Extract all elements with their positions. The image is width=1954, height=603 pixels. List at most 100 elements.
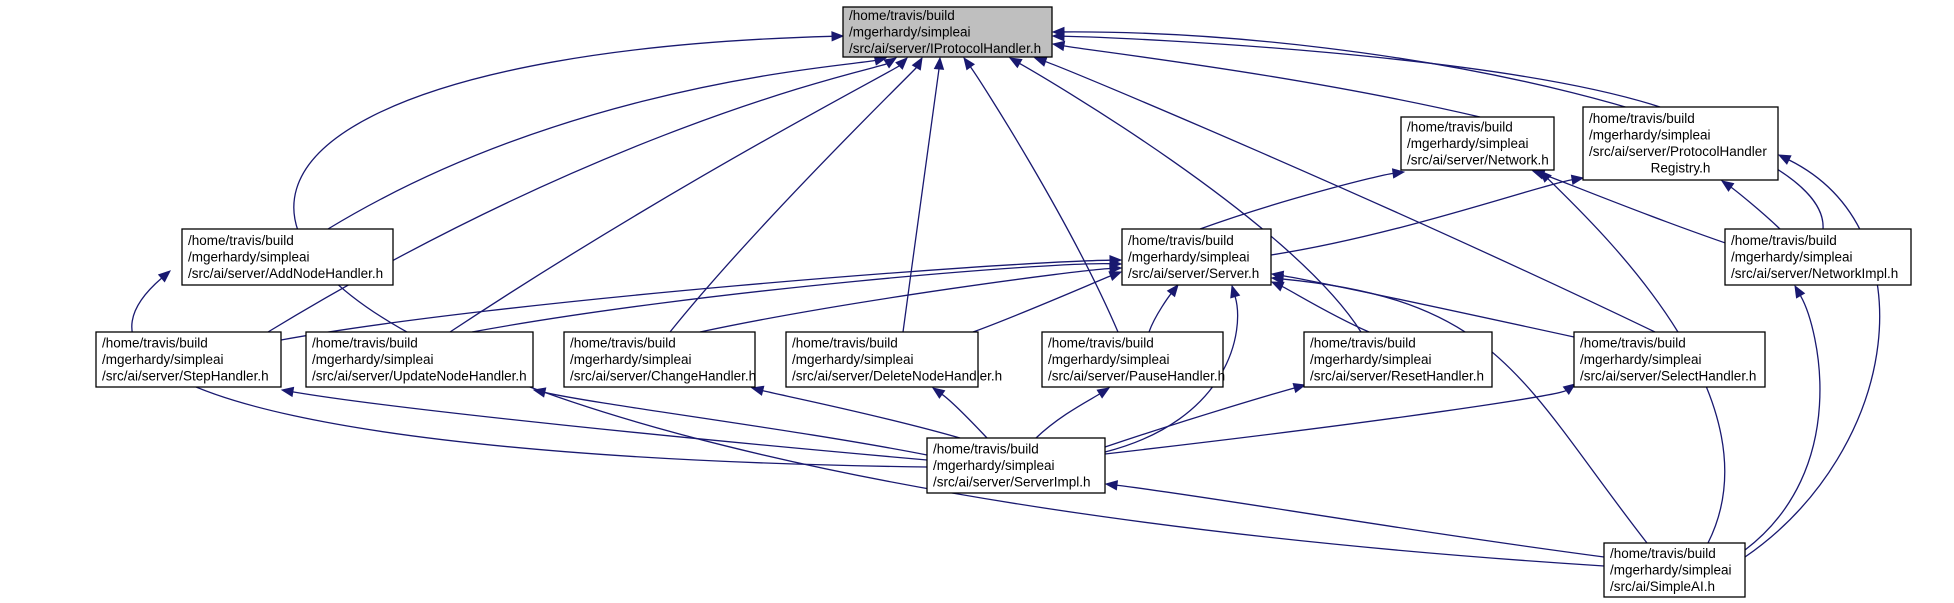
- edge-line: [1019, 62, 1362, 333]
- node-label-line: /mgerhardy/simpleai: [849, 24, 971, 39]
- node-simpleai[interactable]: /home/travis/build/mgerhardy/simpleai/sr…: [1603, 542, 1746, 598]
- node-pause[interactable]: /home/travis/build/mgerhardy/simpleai/sr…: [1041, 331, 1225, 388]
- node-label-line: Registry.h: [1651, 161, 1711, 176]
- node-label-line: /mgerhardy/simpleai: [792, 352, 914, 367]
- edge-serverimpl-to-change: [750, 385, 961, 439]
- edge-change-to-server: [699, 263, 1123, 333]
- arrowhead-icon: [1108, 271, 1123, 281]
- node-server[interactable]: /home/travis/build/mgerhardy/simpleai/sr…: [1121, 228, 1272, 286]
- node-box: [563, 331, 756, 388]
- node-label-line: /src/ai/SimpleAI.h: [1610, 579, 1715, 594]
- edge-pause-to-server: [1148, 283, 1179, 333]
- edge-line: [1270, 179, 1573, 256]
- edge-serverimpl-to-select: [1104, 383, 1577, 455]
- node-delete[interactable]: /home/travis/build/mgerhardy/simpleai/sr…: [785, 331, 1002, 388]
- edge-line: [544, 391, 928, 456]
- edge-line: [1045, 60, 1656, 333]
- node-label-line: /home/travis/build: [1310, 335, 1416, 350]
- edge-line: [1063, 31, 1824, 230]
- node-label-line: /mgerhardy/simpleai: [1580, 352, 1702, 367]
- edge-line: [1063, 45, 1481, 118]
- edge-serverimpl-to-update: [532, 387, 928, 456]
- node-box: [842, 6, 1053, 58]
- edge-simpleai-to-networkimpl: [1744, 284, 1821, 551]
- edge-line: [699, 267, 1111, 333]
- node-label-line: /mgerhardy/simpleai: [570, 352, 692, 367]
- edge-line: [1281, 285, 1370, 333]
- node-reset[interactable]: /home/travis/build/mgerhardy/simpleai/sr…: [1303, 331, 1493, 388]
- node-box: [1121, 228, 1272, 286]
- edge-simpleai-to-server: [1270, 273, 1648, 544]
- edge-pause-to-iprotocol: [963, 56, 1119, 333]
- node-registry[interactable]: /home/travis/build/mgerhardy/simpleai/sr…: [1582, 106, 1779, 181]
- node-box: [1041, 331, 1224, 388]
- node-iprotocol[interactable]: /home/travis/build/mgerhardy/simpleai/sr…: [842, 6, 1053, 58]
- node-label-line: /src/ai/server/Server.h: [1128, 266, 1259, 281]
- node-label-line: /src/ai/server/UpdateNodeHandler.h: [312, 368, 527, 383]
- edge-line: [969, 66, 1119, 333]
- edge-line: [267, 63, 888, 333]
- edge-delete-to-iprotocol: [902, 56, 945, 333]
- edge-line: [941, 393, 988, 439]
- node-network[interactable]: /home/travis/build/mgerhardy/simpleai/sr…: [1400, 116, 1555, 171]
- arrowhead-icon: [750, 385, 765, 396]
- edge-line: [1282, 275, 1575, 338]
- arrowhead-icon: [1270, 273, 1284, 285]
- arrowhead-icon: [1270, 281, 1285, 292]
- edge-update-to-iprotocol: [449, 57, 908, 333]
- edge-serverimpl-to-pause: [1035, 387, 1111, 439]
- edge-simpleai-to-serverimpl: [1104, 480, 1605, 558]
- edge-line: [762, 390, 961, 439]
- node-change[interactable]: /home/travis/build/mgerhardy/simpleai/sr…: [563, 331, 756, 388]
- node-select[interactable]: /home/travis/build/mgerhardy/simpleai/sr…: [1573, 331, 1766, 388]
- edge-change-to-iprotocol: [669, 56, 923, 333]
- node-box: [1400, 116, 1555, 171]
- node-box: [926, 437, 1106, 494]
- arrowhead-icon: [532, 387, 547, 398]
- node-serverimpl[interactable]: /home/travis/build/mgerhardy/simpleai/sr…: [926, 437, 1106, 494]
- node-label-line: /home/travis/build: [188, 233, 294, 248]
- node-label-line: /src/ai/server/ProtocolHandler: [1589, 144, 1767, 159]
- edge-server-to-network: [1199, 168, 1406, 230]
- node-step[interactable]: /home/travis/build/mgerhardy/simpleai/sr…: [95, 331, 282, 388]
- edge-line: [1063, 35, 1661, 108]
- node-label-line: /src/ai/server/PauseHandler.h: [1048, 368, 1225, 383]
- edge-registry-to-iprotocol: [1051, 31, 1661, 108]
- node-label-line: /home/travis/build: [1589, 111, 1695, 126]
- node-label-line: /src/ai/server/SelectHandler.h: [1580, 368, 1756, 383]
- edge-line: [280, 259, 1111, 341]
- node-label-line: /home/travis/build: [570, 335, 676, 350]
- node-addnode[interactable]: /home/travis/build/mgerhardy/simpleai/sr…: [181, 228, 394, 286]
- node-label-line: /home/travis/build: [849, 8, 955, 23]
- edge-simpleai-to-registry: [1744, 154, 1881, 558]
- edge-line: [1547, 178, 1726, 544]
- node-label-line: /home/travis/build: [102, 335, 208, 350]
- arrowhead-icon: [1096, 387, 1111, 399]
- node-box: [1303, 331, 1493, 388]
- node-label-line: /home/travis/build: [1407, 119, 1513, 134]
- edge-line: [131, 277, 928, 468]
- edge-line: [327, 59, 876, 230]
- edge-select-to-iprotocol: [1033, 56, 1656, 333]
- edge-line: [972, 275, 1111, 333]
- node-label-line: /home/travis/build: [312, 335, 418, 350]
- edge-line: [1744, 159, 1881, 558]
- node-label-line: /src/ai/server/AddNodeHandler.h: [188, 266, 383, 281]
- node-label-line: /mgerhardy/simpleai: [1589, 128, 1711, 143]
- node-label-line: /src/ai/server/DeleteNodeHandler.h: [792, 368, 1002, 383]
- arrowhead-icon: [157, 270, 172, 283]
- node-networkimpl[interactable]: /home/travis/build/mgerhardy/simpleai/sr…: [1724, 228, 1912, 286]
- nodes-layer: /home/travis/build/mgerhardy/simpleai/sr…: [95, 6, 1912, 598]
- arrowhead-icon: [1104, 480, 1119, 491]
- arrowhead-icon: [1166, 283, 1179, 298]
- node-update[interactable]: /home/travis/build/mgerhardy/simpleai/sr…: [305, 331, 534, 388]
- arrowhead-icon: [1562, 383, 1577, 396]
- arrowhead-icon: [1051, 40, 1066, 52]
- edge-line: [292, 391, 928, 461]
- edge-line: [1199, 172, 1394, 230]
- arrowhead-icon: [1777, 154, 1792, 165]
- edge-line: [1116, 484, 1605, 558]
- node-box: [181, 228, 394, 286]
- edge-line: [471, 262, 1111, 333]
